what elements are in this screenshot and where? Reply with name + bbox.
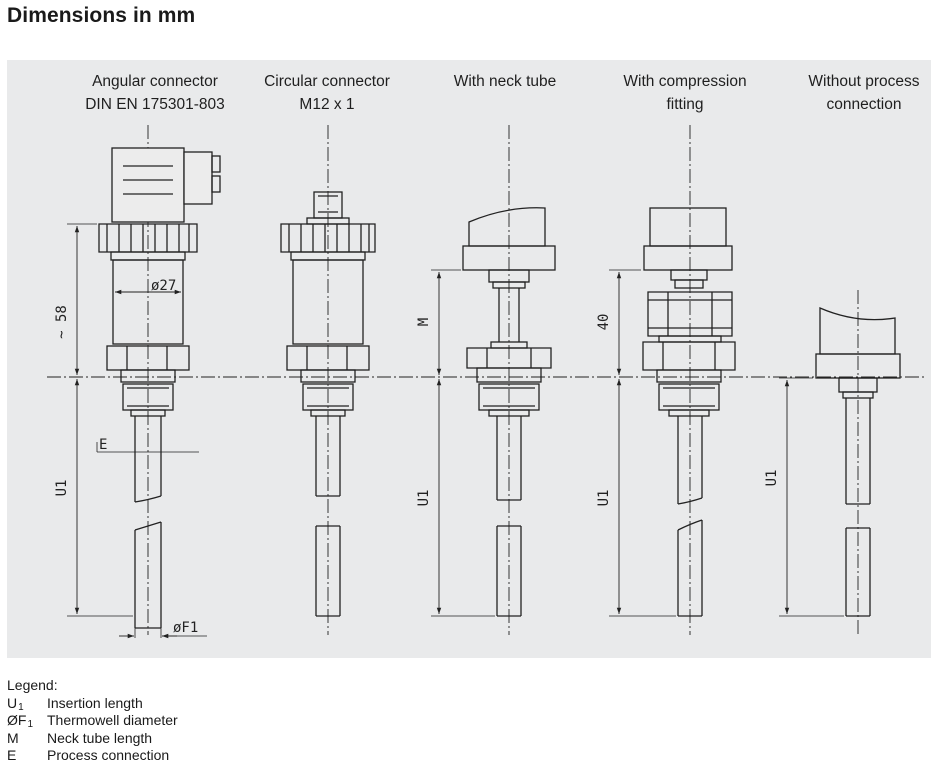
legend-item: U1 Insertion length xyxy=(7,695,143,713)
column-label-line: With neck tube xyxy=(453,73,557,90)
legend-item: M Neck tube length xyxy=(7,729,152,748)
dim-u1-angular: U1 xyxy=(54,480,70,497)
legend-symbol: E xyxy=(7,747,17,763)
legend-heading: Legend: xyxy=(7,677,58,693)
dim-approx-58: ~ 58 xyxy=(54,305,70,339)
column-label-line: M12 x 1 xyxy=(299,96,355,113)
angular-connector-drawing xyxy=(67,125,221,639)
legend-item: E Process connection xyxy=(7,747,169,765)
legend-text: Thermowell diameter xyxy=(47,712,178,728)
dim-u1-neck-tube: U1 xyxy=(416,490,432,507)
column-label-compression-fitting: With compression fitting xyxy=(595,70,775,116)
column-label-angular-connector: Angular connector DIN EN 175301-803 xyxy=(65,70,245,116)
legend-text: Insertion length xyxy=(47,694,143,711)
column-label-without-process-connection: Without process connection xyxy=(774,70,932,116)
dimension-drawing-panel: Angular connector DIN EN 175301-803 Circ… xyxy=(7,60,931,658)
column-label-line: Angular connector xyxy=(92,73,218,90)
legend-symbol: ØF1 xyxy=(7,712,34,730)
column-label-line: Without process xyxy=(808,73,920,90)
compression-fitting-drawing xyxy=(609,125,736,635)
column-label-line: DIN EN 175301-803 xyxy=(85,96,225,113)
dim-m: M xyxy=(416,318,432,326)
dim-u1-without-connection: U1 xyxy=(764,470,780,487)
dim-40: 40 xyxy=(596,314,612,331)
column-label-neck-tube: With neck tube xyxy=(415,70,595,93)
column-label-line: With compression xyxy=(623,73,747,90)
column-label-line: Circular connector xyxy=(264,73,390,90)
without-process-connection-drawing xyxy=(779,290,901,635)
neck-tube-drawing xyxy=(431,125,556,635)
legend-symbol: U1 xyxy=(7,694,24,713)
column-label-circular-connector: Circular connector M12 x 1 xyxy=(237,70,417,116)
legend-text: Neck tube length xyxy=(47,729,153,746)
legend-symbol: M xyxy=(7,729,19,746)
column-label-line: fitting xyxy=(666,96,704,113)
column-label-line: connection xyxy=(826,96,902,113)
legend-item: ØF1 Thermowell diameter xyxy=(7,712,178,730)
dim-diameter-27: ø27 xyxy=(151,278,176,294)
dim-f1: øF1 xyxy=(173,620,198,636)
dim-u1-compression: U1 xyxy=(596,490,612,507)
legend: Legend: U1 Insertion length ØF1 Thermowe… xyxy=(7,677,178,765)
circular-connector-drawing xyxy=(280,125,376,635)
technical-drawing: ~ 58 ø27 E U1 øF1 M U1 40 U1 U1 xyxy=(47,125,925,639)
legend-text: Process connection xyxy=(47,747,170,763)
dim-e: E xyxy=(99,437,107,453)
page-title: Dimensions in mm xyxy=(7,4,196,27)
